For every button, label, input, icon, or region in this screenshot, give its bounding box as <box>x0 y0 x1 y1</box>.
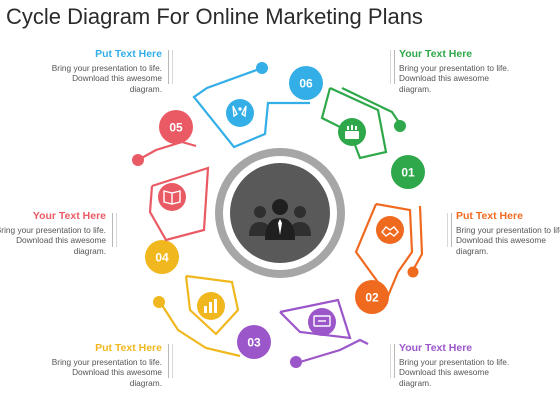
divider-02 <box>451 213 452 247</box>
segment-02: 02 <box>354 202 424 314</box>
step-number-05: 05 <box>169 121 183 135</box>
step-heading-03: Your Text Here <box>399 342 473 354</box>
bar-chart-icon <box>204 299 217 313</box>
text-block-03: Your Text Here Bring your presentation t… <box>399 342 517 388</box>
text-block-04: Put Text Here Bring your presentation to… <box>44 342 162 388</box>
text-block-05: Your Text Here Bring your presentation t… <box>0 210 106 256</box>
step-circle-02 <box>355 280 389 314</box>
text-block-06: Put Text Here Bring your presentation to… <box>44 48 162 94</box>
handshake-icon <box>381 226 399 237</box>
step-number-06: 06 <box>299 77 313 91</box>
step-body-03: Bring your presentation to life. Downloa… <box>399 357 510 388</box>
divider-04 <box>168 344 169 378</box>
icon-badge-06 <box>226 99 254 127</box>
connector-dot-05 <box>132 154 144 166</box>
step-heading-02: Put Text Here <box>456 210 523 222</box>
center-hub <box>215 148 345 278</box>
connector-dot-04 <box>153 296 165 308</box>
connector-dot-01 <box>394 120 406 132</box>
connector-dot-06 <box>256 62 268 74</box>
step-number-02: 02 <box>365 291 379 305</box>
step-body-05: Bring your presentation to life. Downloa… <box>0 225 106 256</box>
step-heading-04: Put Text Here <box>95 342 162 354</box>
step-number-01: 01 <box>401 166 415 180</box>
glasses-cheers-icon <box>232 105 247 118</box>
connector-dot-02 <box>407 266 419 278</box>
divider-03-b <box>390 344 391 378</box>
monitor-icon <box>313 315 331 327</box>
divider-04-b <box>172 344 173 378</box>
divider-01 <box>394 50 395 84</box>
step-circle-04 <box>145 240 179 274</box>
divider-01-b <box>390 50 391 84</box>
step-number-04: 04 <box>155 251 169 265</box>
divider-05 <box>112 213 113 247</box>
connector-dot-03 <box>290 356 302 368</box>
step-circle-05 <box>159 110 193 144</box>
step-body-01: Bring your presentation to life. Downloa… <box>399 63 510 94</box>
divider-02-b <box>447 213 448 247</box>
book-icon <box>163 190 181 205</box>
segment-03: 03 <box>237 298 369 368</box>
divider-03 <box>394 344 395 378</box>
team-icon <box>249 199 311 240</box>
step-body-04: Bring your presentation to life. Downloa… <box>51 357 162 388</box>
divider-05-b <box>116 213 117 247</box>
segment-04: 04 <box>145 240 241 358</box>
step-circle-01 <box>391 155 425 189</box>
text-block-02: Put Text Here Bring your presentation to… <box>456 210 560 256</box>
cake-icon <box>345 125 359 139</box>
divider-06 <box>168 50 169 84</box>
icon-badge-03 <box>308 308 336 336</box>
page-title: Cycle Diagram For Online Marketing Plans <box>6 4 423 29</box>
step-heading-05: Your Text Here <box>32 210 106 222</box>
step-heading-01: Your Text Here <box>399 48 473 60</box>
step-circle-06 <box>289 66 323 100</box>
divider-06-b <box>172 50 173 84</box>
step-number-03: 03 <box>247 336 261 350</box>
step-circle-03 <box>237 325 271 359</box>
step-body-06: Bring your presentation to life. Downloa… <box>51 63 162 94</box>
segment-05: 05 <box>132 110 210 242</box>
step-body-02: Bring your presentation to life. Downloa… <box>456 225 560 256</box>
text-block-01: Your Text Here Bring your presentation t… <box>399 48 517 94</box>
step-heading-06: Put Text Here <box>95 48 162 60</box>
segment-01: 01 <box>320 87 425 189</box>
segment-06: 06 <box>192 62 323 149</box>
